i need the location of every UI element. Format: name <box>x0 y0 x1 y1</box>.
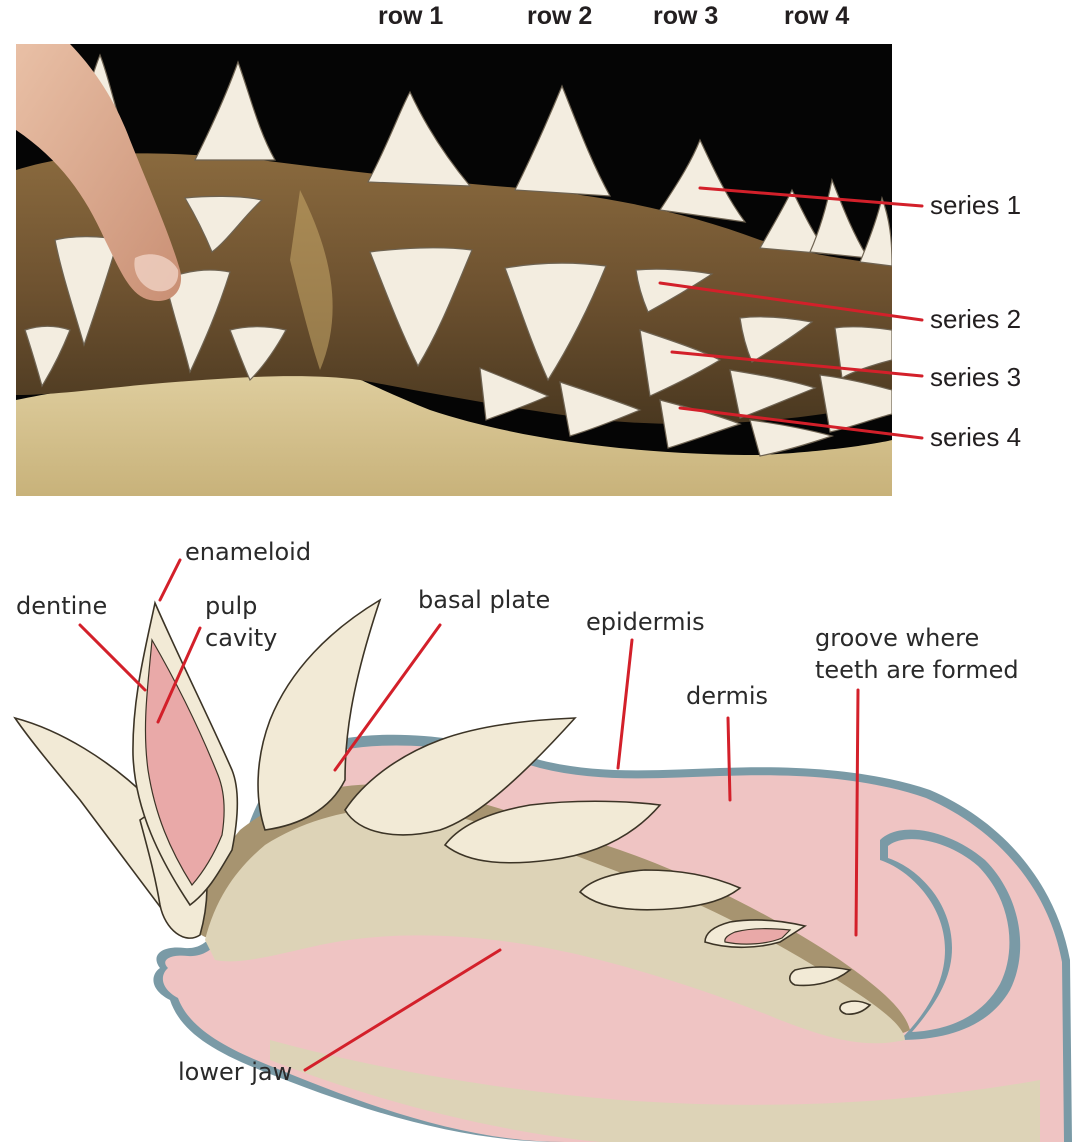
series-3-leader <box>670 350 924 378</box>
diagram-tooth-sixth-pulp <box>724 928 792 945</box>
diagram-tooth-eighth <box>839 1000 872 1015</box>
tooth-left-b <box>164 269 231 374</box>
tooth-left-c <box>24 325 71 388</box>
series-label-4: series 4 <box>930 422 1021 452</box>
diagram-tooth-third <box>344 717 577 836</box>
tooth-series1-e <box>658 138 747 223</box>
photo-fingernail <box>134 254 179 292</box>
enameloid-leader <box>158 558 182 602</box>
tooth-series2-c <box>504 262 607 382</box>
label-cavity: cavity <box>205 624 277 652</box>
tooth-series2-f <box>834 326 892 379</box>
photo-hand <box>16 44 182 301</box>
epidermis-leader <box>616 638 634 770</box>
dermis-leader <box>726 716 732 802</box>
lower-jaw <box>205 808 1040 1142</box>
label-enameloid: enameloid <box>185 538 311 566</box>
diagram-tooth-second <box>257 598 382 831</box>
tooth-series3-b <box>729 369 817 419</box>
tooth-left-a <box>54 236 119 348</box>
row-label-4: row 4 <box>784 2 849 30</box>
tooth-series2-b <box>369 247 473 368</box>
tooth-series4-c <box>559 381 642 437</box>
label-dermis: dermis <box>686 682 768 710</box>
tooth-series4-a <box>659 399 742 449</box>
lower-jaw-leader <box>303 948 502 1072</box>
tooth-series2-a <box>184 195 264 253</box>
label-epidermis: epidermis <box>586 608 705 636</box>
series-label-2: series 2 <box>930 304 1021 334</box>
pulp-cavity-leader <box>156 626 202 724</box>
dentine-leader <box>78 623 147 692</box>
label-lower-jaw: lower jaw <box>178 1058 292 1086</box>
label-pulp: pulp <box>205 592 257 620</box>
tooth-left-d <box>229 326 287 382</box>
series-label-3: series 3 <box>930 362 1021 392</box>
photo-tissue-fold <box>290 190 333 370</box>
tooth-series4-b <box>749 419 835 457</box>
tooth-series1-c <box>367 90 472 187</box>
diagram-tooth-fourth <box>443 800 662 864</box>
tooth-series1-g <box>809 177 870 259</box>
label-dentine: dentine <box>16 592 107 620</box>
series-2-leader <box>658 281 924 322</box>
row-label-2: row 2 <box>527 2 592 30</box>
tooth-series4-d <box>479 367 550 421</box>
diagram-tooth-seventh <box>788 966 852 987</box>
diagram-tooth-fifth <box>578 869 742 911</box>
tooth-series3-a <box>639 329 722 397</box>
label-basal-plate: basal plate <box>418 586 550 614</box>
series-label-1: series 1 <box>930 190 1021 220</box>
jaw-photo <box>16 44 892 496</box>
tooth-series1-b <box>194 60 277 161</box>
series-4-leader <box>678 406 924 440</box>
tooth-series1-d <box>514 84 612 197</box>
row-label-3: row 3 <box>653 2 718 30</box>
basal-plate-leader <box>333 623 442 772</box>
label-groove-line2: teeth are formed <box>815 656 1019 684</box>
groove-pocket-inner <box>888 839 1010 1032</box>
tooth-series1-h <box>859 195 892 267</box>
series-1-leader <box>698 186 924 208</box>
diagram-pulp-cavity <box>144 638 225 887</box>
photo-jaw-cartilage <box>16 352 892 496</box>
label-groove-line1: groove where <box>815 624 979 652</box>
jaw-cross-section-diagram <box>13 598 1072 1142</box>
tooth-series2-d <box>635 268 714 313</box>
tooth-series2-e <box>739 316 814 363</box>
row-label-1: row 1 <box>378 2 443 30</box>
groove-leader <box>854 688 860 937</box>
